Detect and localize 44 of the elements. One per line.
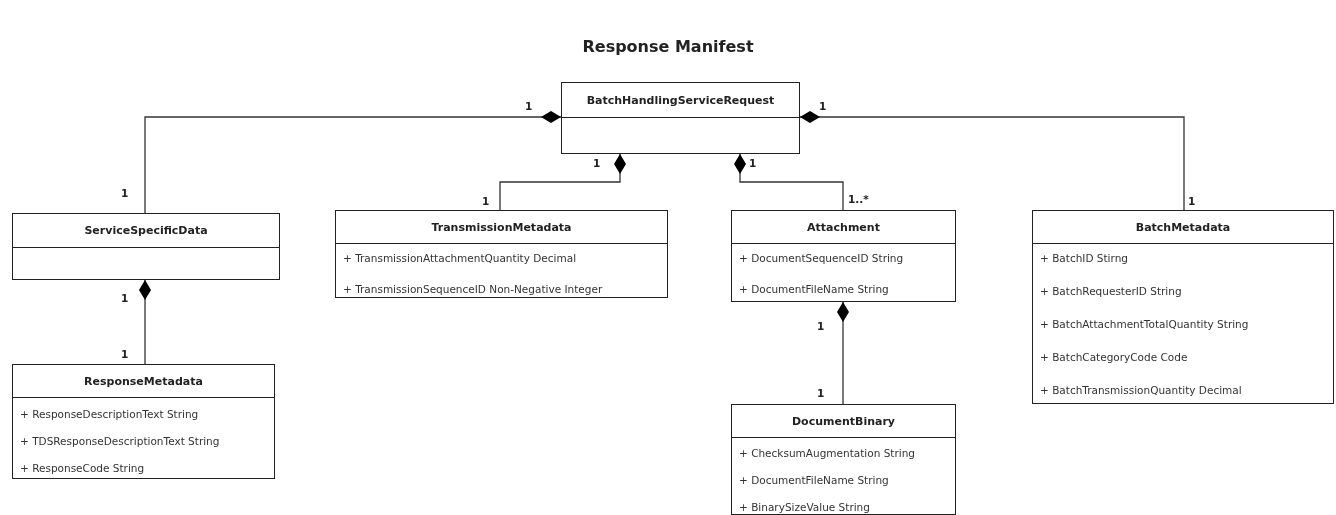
class-box: [1032, 210, 1334, 404]
class-box: [731, 210, 956, 302]
attribute-text: + ResponseDescriptionText String: [20, 407, 199, 421]
multiplicity-label: 1: [817, 320, 825, 332]
multiplicity-label: 1: [819, 100, 827, 112]
attribute-text: + DocumentSequenceID String: [739, 251, 904, 265]
attribute-text: + BatchRequesterID String: [1040, 284, 1182, 298]
class-name: ServiceSpecificData: [13, 214, 279, 248]
class-box: [561, 82, 800, 154]
multiplicity-label: 1: [1188, 195, 1196, 207]
attribute-text: + DocumentFileName String: [739, 282, 889, 296]
composition-line: [734, 153, 844, 211]
class-name: ResponseMetadata: [13, 365, 274, 398]
composition-line: [139, 279, 151, 365]
class-name: Attachment: [732, 211, 955, 244]
attribute-text: + BinarySizeValue String: [739, 500, 870, 514]
attribute-text: + ChecksumAugmentation String: [739, 446, 915, 460]
diagram-title: Response Manifest: [581, 37, 755, 56]
class-box: [335, 210, 668, 298]
attribute-text: + BatchCategoryCode Code: [1040, 350, 1188, 364]
class-name: TransmissionMetadata: [336, 211, 667, 244]
attribute-text: + BatchAttachmentTotalQuantity String: [1040, 317, 1249, 331]
attribute-text: + BatchID Stirng: [1040, 251, 1128, 265]
attribute-text: + TransmissionSequenceID Non-Negative Integer: [343, 282, 603, 296]
attribute-text: + TDSResponseDescriptionText String: [20, 434, 220, 448]
attribute-text: + BatchTransmissionQuantity Decimal: [1040, 383, 1242, 397]
multiplicity-label: 1: [749, 157, 757, 169]
class-name: BatchHandlingServiceRequest: [562, 83, 799, 118]
composition-line: [144, 111, 562, 214]
class-box: [12, 364, 275, 479]
composition-line: [837, 301, 849, 405]
composition-line: [499, 153, 626, 211]
multiplicity-label: 1: [525, 100, 533, 112]
multiplicity-label: 1: [121, 292, 129, 304]
class-box: [731, 404, 956, 515]
class-box: [12, 213, 280, 280]
multiplicity-label: 1: [121, 187, 129, 199]
class-name: BatchMetadata: [1033, 211, 1333, 244]
attribute-text: + TransmissionAttachmentQuantity Decimal: [343, 251, 577, 265]
composition-line: [799, 111, 1185, 211]
multiplicity-label: 1..*: [848, 193, 869, 205]
attribute-text: + ResponseCode String: [20, 461, 145, 475]
class-name: DocumentBinary: [732, 405, 955, 438]
attribute-text: + DocumentFileName String: [739, 473, 889, 487]
